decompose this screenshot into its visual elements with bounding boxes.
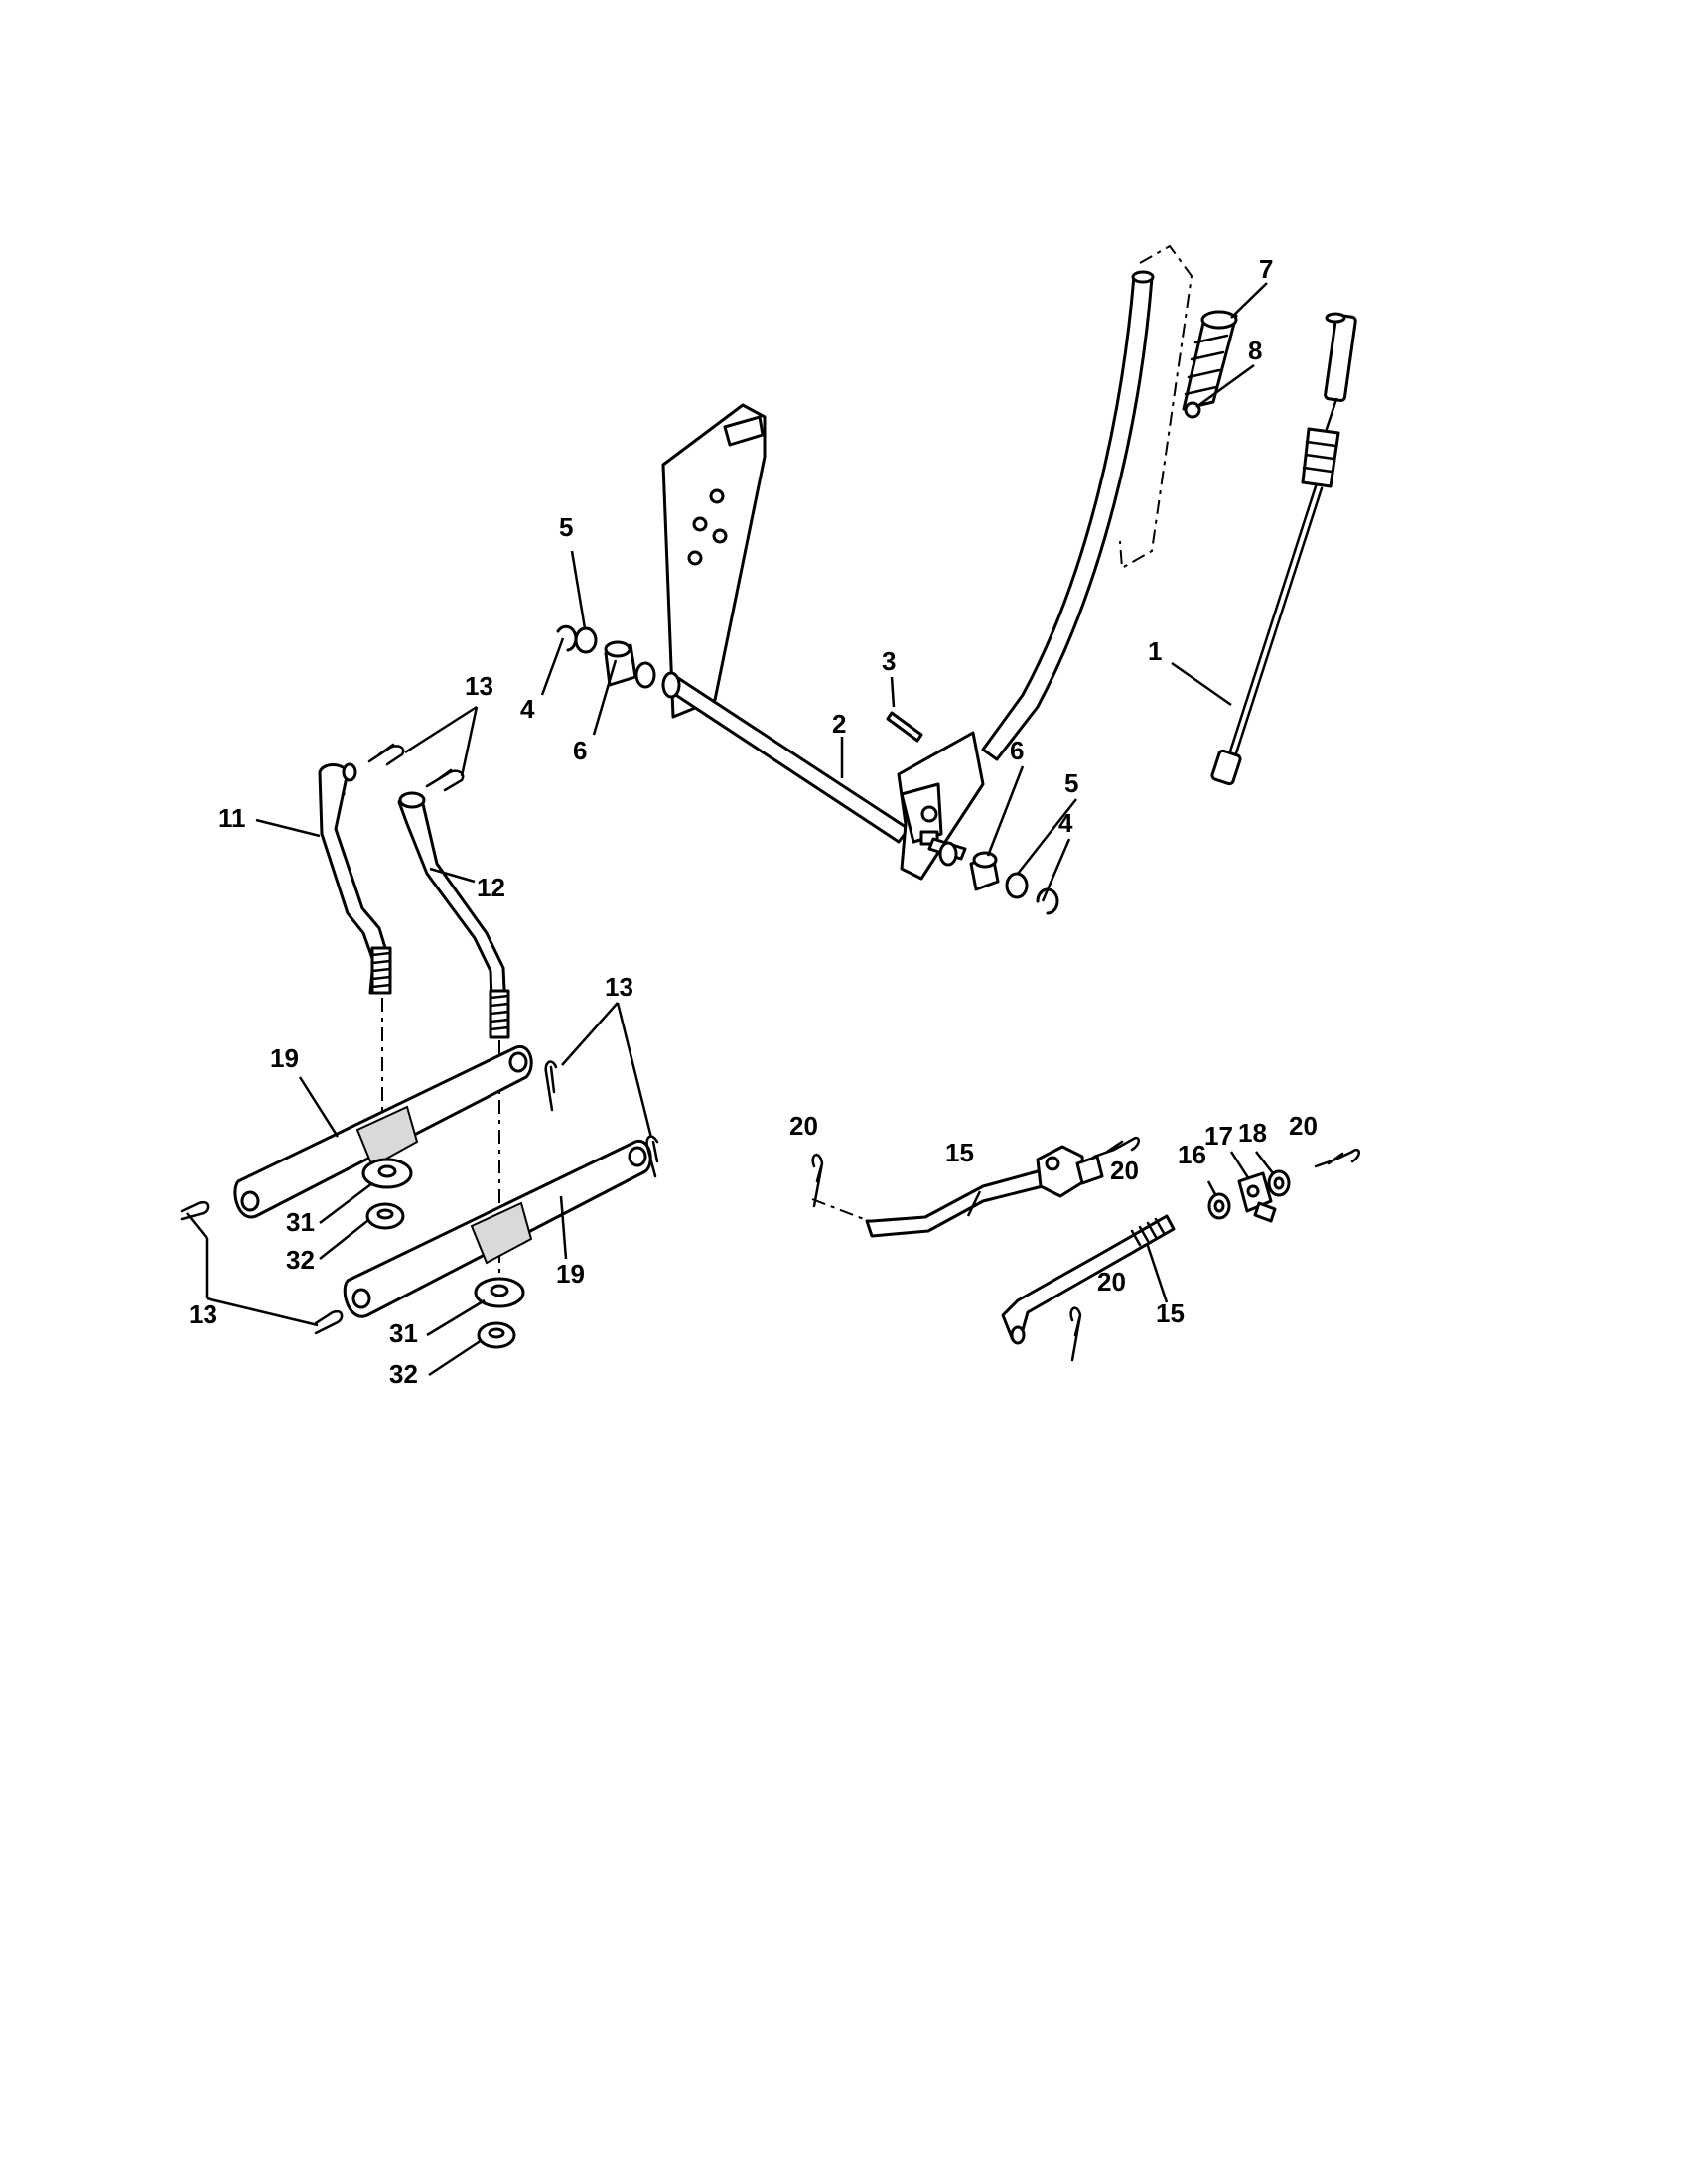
washer-left xyxy=(574,626,598,654)
lift-arm-upper xyxy=(233,1044,533,1219)
washer-right xyxy=(1005,872,1029,899)
callout-4-right: 4 xyxy=(1058,808,1073,838)
callout-8: 8 xyxy=(1248,336,1262,365)
callout-20-center: 20 xyxy=(1110,1156,1139,1185)
callout-32-lower: 32 xyxy=(389,1359,418,1389)
clip-pin-2 xyxy=(1092,1136,1140,1159)
hair-pin-6 xyxy=(314,1309,344,1335)
leader-lines xyxy=(186,282,1274,1377)
callout-2: 2 xyxy=(832,709,846,739)
callout-20-right: 20 xyxy=(1289,1111,1318,1141)
callout-19-upper: 19 xyxy=(270,1043,299,1073)
callout-16: 16 xyxy=(1178,1140,1206,1169)
callout-15-lower: 15 xyxy=(1156,1298,1185,1328)
callout-11: 11 xyxy=(218,803,246,833)
callout-19-lower: 19 xyxy=(556,1259,585,1289)
callout-12: 12 xyxy=(477,873,505,902)
lift-lever-handle xyxy=(981,270,1155,761)
callout-1: 1 xyxy=(1148,636,1162,666)
adjust-rod-upper xyxy=(865,1145,1104,1238)
retaining-ring-left xyxy=(556,624,578,652)
hair-pin-3 xyxy=(544,1060,558,1112)
callout-6-left: 6 xyxy=(573,736,587,765)
callout-15-upper: 15 xyxy=(945,1138,974,1167)
clip-pin-1 xyxy=(811,1154,824,1208)
clip-pin-4 xyxy=(1069,1306,1082,1362)
lift-link-right xyxy=(397,791,510,1039)
callout-32-upper: 32 xyxy=(286,1245,315,1275)
grip-button xyxy=(1184,401,1201,419)
callout-31-upper: 31 xyxy=(286,1207,315,1237)
grip-phantom-outline xyxy=(1119,244,1193,570)
callout-7: 7 xyxy=(1259,254,1273,284)
lift-link-left xyxy=(318,762,392,995)
callout-5-left: 5 xyxy=(559,512,573,542)
hair-pin-2 xyxy=(425,768,465,792)
callout-3: 3 xyxy=(882,646,896,676)
callout-13-top: 13 xyxy=(465,671,493,701)
release-cable xyxy=(1210,312,1357,786)
roll-pin xyxy=(886,711,923,743)
adjust-rod-lower xyxy=(1001,1214,1176,1345)
callout-18: 18 xyxy=(1238,1118,1267,1148)
callout-20-left: 20 xyxy=(789,1111,818,1141)
hand-grip xyxy=(1182,310,1238,411)
cross-shaft xyxy=(661,671,985,881)
hair-pin-5 xyxy=(180,1200,210,1221)
callout-5-right: 5 xyxy=(1064,768,1078,798)
callout-20-lower: 20 xyxy=(1097,1267,1126,1297)
clip-pin-3 xyxy=(1314,1148,1360,1168)
retaining-ring-right xyxy=(1036,887,1059,915)
alignment-line-rod xyxy=(811,1198,865,1220)
callout-31-lower: 31 xyxy=(389,1318,418,1348)
callout-4-left: 4 xyxy=(520,694,535,724)
mounting-plate xyxy=(661,403,767,719)
callout-17: 17 xyxy=(1204,1121,1233,1151)
callout-13-mid: 13 xyxy=(605,972,633,1002)
lift-arm-lower xyxy=(343,1140,652,1318)
hair-pin-1 xyxy=(367,743,405,766)
callout-6-right: 6 xyxy=(1010,736,1024,765)
hair-pin-4 xyxy=(645,1135,659,1178)
callout-13-bottom: 13 xyxy=(189,1299,217,1329)
